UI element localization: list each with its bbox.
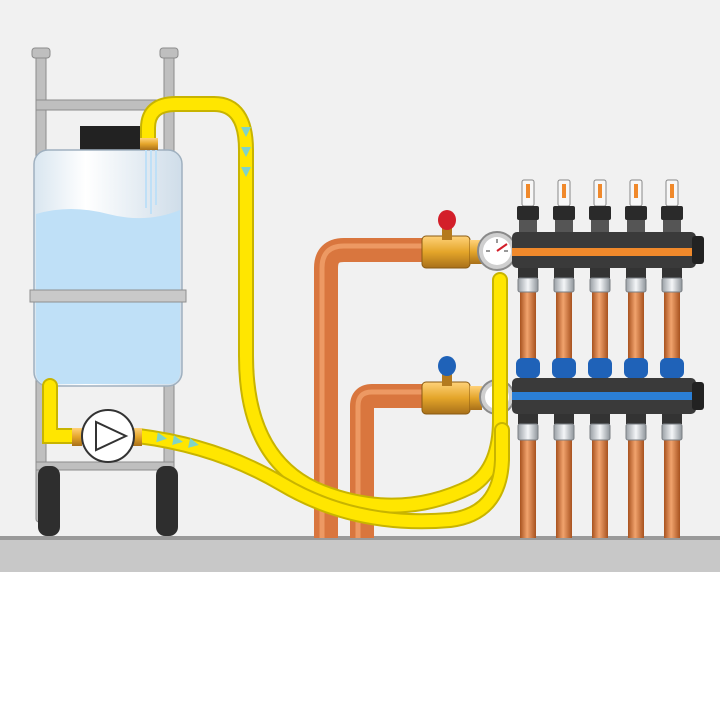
flow-meter-base [519, 220, 537, 232]
outlet-nut [626, 414, 646, 424]
supply-circuit-pipe [592, 290, 608, 380]
flow-meter-base [555, 220, 573, 232]
compression-fitting [517, 277, 539, 293]
supply-copper-pipe [314, 238, 426, 538]
supply-circuit-pipe [556, 290, 572, 380]
flow-arrow-icon [241, 127, 251, 137]
flow-meter-cap [553, 206, 575, 220]
thermometer-icon [477, 231, 517, 271]
flow-arrow-icon [172, 435, 183, 446]
flow-meter-base [663, 220, 681, 232]
outlet-nut [590, 414, 610, 424]
pump-outlet-fitting [132, 428, 142, 446]
return-end-cap [692, 382, 704, 410]
compression-fitting [589, 423, 611, 441]
flow-meter-indicator [562, 184, 566, 198]
circulation-pump [81, 409, 135, 463]
supply-circuit-pipe [664, 290, 680, 380]
flow-meter-indicator [526, 184, 530, 198]
tank-inlet-fitting [140, 138, 158, 150]
right-wheel-icon [156, 466, 178, 536]
return-manifold [512, 358, 704, 441]
compression-fitting [589, 277, 611, 293]
return-circuit-pipe [592, 440, 608, 538]
return-color-band [512, 392, 696, 400]
outlet-nut [662, 414, 682, 424]
flow-meter-cap [589, 206, 611, 220]
flow-meter-cap [661, 206, 683, 220]
supply-circuit-pipe [520, 290, 536, 380]
return-circuit-pipe [556, 440, 572, 538]
flow-arrow-icon [241, 147, 251, 157]
flow-arrow-icon [156, 432, 167, 443]
flow-meter-indicator [634, 184, 638, 198]
compression-fitting [661, 277, 683, 293]
return-circuit-pipe [664, 440, 680, 538]
pump-inlet-fitting [72, 428, 82, 446]
outlet-nut [662, 268, 682, 278]
compression-fitting [517, 423, 539, 441]
compression-fitting [553, 423, 575, 441]
red-valve-icon[interactable] [438, 210, 456, 230]
flow-meter-indicator [670, 184, 674, 198]
supply-circuit-pipe [628, 290, 644, 380]
supply-manifold [512, 179, 704, 293]
supply-color-band [512, 248, 696, 256]
return-circuit-pipe [520, 440, 536, 538]
outlet-nut [518, 414, 538, 424]
water-tank [29, 126, 187, 387]
thermostatic-valve-cap [516, 358, 540, 378]
flow-meter-base [591, 220, 609, 232]
foreground-white [0, 572, 720, 708]
blue-valve-icon[interactable] [438, 356, 456, 376]
return-circuit-pipe [628, 440, 644, 538]
return-copper-pipe [350, 384, 426, 538]
flow-meter-indicator [598, 184, 602, 198]
fill-stream [145, 150, 157, 214]
compression-fitting [553, 277, 575, 293]
thermostatic-valve-cap [552, 358, 576, 378]
left-wheel-icon [38, 466, 60, 536]
flow-meter-base [627, 220, 645, 232]
flow-arrow-icon [188, 438, 199, 448]
thermostatic-valve-cap [660, 358, 684, 378]
pump-icon [95, 420, 129, 452]
compression-fitting [625, 423, 647, 441]
outlet-nut [590, 268, 610, 278]
flow-meter-cap [625, 206, 647, 220]
floor-slab [0, 538, 720, 572]
thermostatic-valve-cap [624, 358, 648, 378]
hose-set [42, 96, 510, 530]
outlet-nut [626, 268, 646, 278]
heating-circuit-pipes [520, 290, 680, 538]
flow-arrows [156, 127, 251, 448]
return-ball-valve[interactable] [421, 356, 482, 415]
flow-arrow-icon [241, 167, 251, 177]
outlet-nut [518, 268, 538, 278]
compression-fitting [661, 423, 683, 441]
flow-meter-cap [517, 206, 539, 220]
compression-fitting [625, 277, 647, 293]
thermostatic-valve-cap [588, 358, 612, 378]
outlet-nut [554, 414, 574, 424]
outlet-nut [554, 268, 574, 278]
supply-end-cap [692, 236, 704, 264]
